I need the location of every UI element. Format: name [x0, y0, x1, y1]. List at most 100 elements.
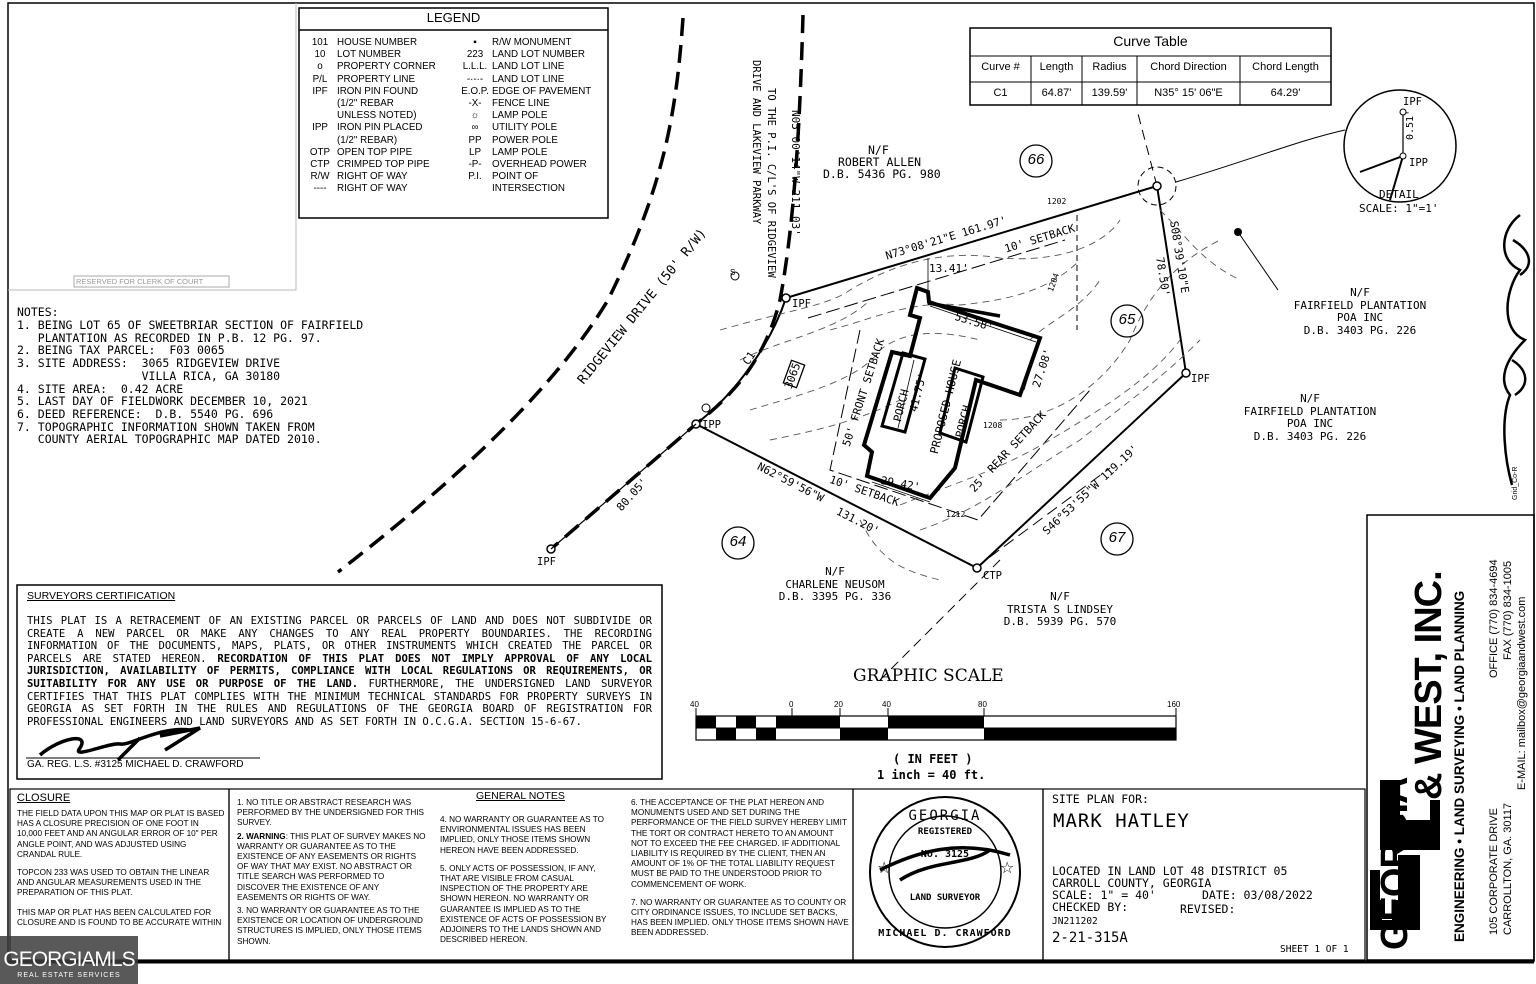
detail-ipp: IPP: [1409, 157, 1428, 169]
seal-registered: REGISTERED: [917, 827, 973, 837]
svg-text:☆: ☆: [877, 860, 891, 877]
legend-symbol: E.O.P.: [461, 85, 489, 97]
cert-text-bold: RECORDATION OF THIS PLAT DOES NOT IMPLY …: [27, 652, 652, 690]
legend-symbol: L.L.L.: [462, 61, 488, 73]
gen-note-2-bold: 2. WARNING: [237, 831, 286, 841]
ipf-label-nw: IPF: [792, 298, 811, 310]
adjoiner-line: N/F: [825, 565, 845, 578]
legend-item: (1/2" REBAR): [303, 135, 463, 147]
lot-67: 67: [1108, 529, 1126, 546]
legend-item: ▪R/W MONUMENT: [458, 37, 608, 49]
detail-circle: [1343, 89, 1457, 203]
curve-table-cell: Curve #: [981, 61, 1020, 73]
ipf-label-east: IPF: [1191, 373, 1210, 385]
adjoiner-line: D.B. 3403 PG. 226: [1253, 429, 1367, 443]
note-line: PLANTATION AS RECORDED IN P.B. 12 PG. 97…: [17, 330, 322, 345]
note-line: 4. SITE AREA: 0.42 ACRE: [17, 381, 184, 396]
contour-1208: 1208: [983, 421, 1003, 430]
proposed-house-outline: [861, 285, 1043, 501]
company-name-2: & WEST, INC.: [1408, 571, 1450, 800]
gen-note-4: 4. NO WARRANTY OR GUARANTEE AS TO ENVIRO…: [440, 815, 604, 855]
legend-label: LAND LOT NUMBER: [492, 49, 585, 61]
company-phone: OFFICE (770) 834-4694: [1488, 559, 1500, 678]
note-line: VILLA RICA, GA 30180: [17, 368, 281, 383]
site-plan-for: SITE PLAN FOR:: [1052, 792, 1149, 806]
curve-table-cell: Length: [1039, 61, 1074, 73]
legend-label: IRON PIN PLACED: [337, 122, 423, 134]
legend-symbol: P.I.: [468, 171, 482, 183]
porch-east: [938, 366, 985, 444]
cert-body: THIS PLAT IS A RETRACEMENT OF AN EXISTIN…: [27, 615, 652, 728]
svg-text:☆: ☆: [1000, 860, 1014, 877]
company-email: E-MAIL: mailbox@georgiaandwest.com: [1516, 596, 1528, 790]
adjoiner-line: D.B. 3395 PG. 336: [778, 590, 892, 603]
to-pi-label-2: DRIVE AND LAKEVIEW PARKWAY: [750, 60, 762, 225]
adjoiner-line: POA INC: [1286, 417, 1334, 430]
detail-scale: SCALE: 1"=1': [1359, 202, 1439, 215]
cert-title: SURVEYORS CERTIFICATION: [27, 590, 176, 602]
mls-watermark-sub: REAL ESTATE SERVICES: [17, 972, 121, 979]
legend-symbol: -X-: [468, 98, 482, 110]
adjoiner-line: FAIRFIELD PLANTATION: [1243, 404, 1377, 418]
client-name: MARK HATLEY: [1053, 810, 1190, 832]
legend-item: -·-·- LAND LOT LINE: [458, 74, 608, 86]
adjoiner-line: N/F: [1050, 590, 1070, 603]
date-info: DATE: 03/08/2022: [1202, 888, 1313, 902]
legend-label: (1/2" REBAR): [337, 134, 398, 146]
robert-allen-name: ROBERT ALLEN: [838, 155, 922, 169]
gen-note-2: : THIS PLAT OF SURVEY MAKES NO WARRANTY …: [237, 831, 426, 902]
lot-64: 64: [729, 533, 747, 550]
graphic-scale-title: GRAPHIC SCALE: [853, 666, 1004, 686]
note-line: 3. SITE ADDRESS: 3065 RIDGEVIEW DRIVE: [17, 356, 281, 371]
curve-table-cell: Chord Direction: [1150, 61, 1227, 73]
mls-watermark-bg: [0, 936, 138, 984]
contour-lines: [719, 209, 1241, 581]
legend-label: RIGHT OF WAY: [337, 183, 408, 195]
closure-title: CLOSURE: [17, 792, 71, 804]
legend-item: E.O.P.EDGE OF PAVEMENT: [458, 86, 608, 98]
closure-p1: THE FIELD DATA UPON THIS MAP OR PLAT IS …: [17, 809, 225, 859]
legend-item: L.L.L.LAND LOT LINE: [458, 61, 608, 73]
north-bearing-label: N05°00'14"W 211.03': [789, 110, 802, 236]
clerk-reserved-label: RESERVED FOR CLERK OF COURT: [76, 277, 204, 286]
legend-label: PROPERTY CORNER: [337, 61, 436, 73]
company-services: ENGINEERING • LAND SURVEYING • LAND PLAN…: [1452, 590, 1467, 942]
cert-text-1: THIS PLAT IS A RETRACEMENT OF AN EXISTIN…: [27, 615, 652, 665]
gen-note-1: 1. NO TITLE OR ABSTRACT RESEARCH WAS PER…: [237, 798, 424, 828]
legend-label: HOUSE NUMBER: [337, 37, 418, 48]
curve-table-title: Curve Table: [1113, 33, 1188, 49]
revised: REVISED:: [1180, 902, 1236, 916]
curve-c1: [695, 297, 787, 425]
legend-item: (1/2" REBAR: [303, 98, 463, 110]
legend-symbol: R/W: [310, 171, 330, 183]
legend-symbol: [303, 110, 337, 122]
legend-label: EDGE OF PAVEMENT: [492, 85, 592, 97]
curve-table-cell: Chord Length: [1252, 61, 1319, 73]
legend-label: LAND LOT LINE: [492, 73, 565, 85]
detail-distance: 0.51': [1405, 109, 1416, 140]
road-row-line-east: [549, 14, 805, 551]
legend-item: UNLESS NOTED): [303, 110, 463, 122]
ipf-label-sw: IPF: [537, 556, 556, 568]
curve-table-cell: 64.87': [1041, 87, 1072, 99]
robert-allen-deed: D.B. 5436 PG. 980: [823, 167, 941, 181]
legend-symbol: -P-: [468, 159, 482, 171]
dim-13-41: 13.41': [929, 262, 969, 275]
scale-info: SCALE: 1" = 40': [1052, 888, 1156, 902]
legend-symbol: OTP: [309, 146, 331, 158]
cert-reg: GA. REG. L.S. #3125 MICHAEL D. CRAWFORD: [27, 759, 244, 770]
job-number: JN211202: [1052, 916, 1098, 927]
legend-title: LEGEND: [426, 10, 481, 25]
legend-symbol: -·-·-: [466, 73, 484, 85]
scale-ratio: 1 inch = 40 ft.: [877, 768, 986, 782]
legend-label: PROPERTY LINE: [337, 73, 416, 85]
legend-label: CRIMPED TOP PIPE: [337, 159, 430, 171]
legend-symbol: P/L: [312, 73, 328, 85]
